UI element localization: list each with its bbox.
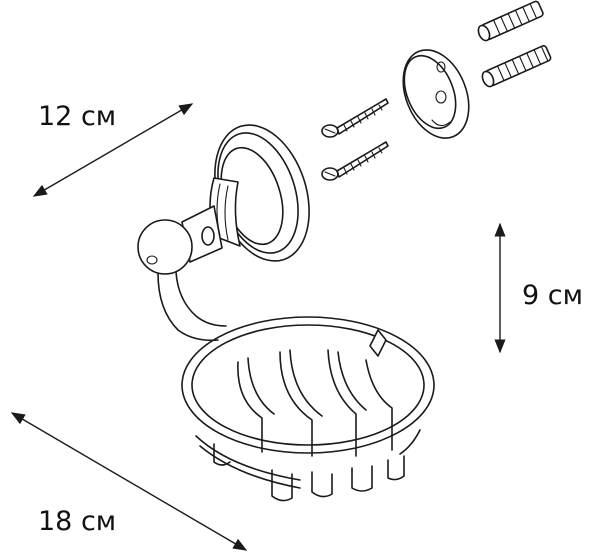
width-dimension-label: 12 см <box>38 101 117 132</box>
soap-basket <box>181 316 435 502</box>
wall-screw-bottom <box>321 141 389 181</box>
wall-dowel-bottom <box>481 45 552 88</box>
width-dimension-arrow <box>32 103 194 197</box>
holder-arm <box>137 205 227 342</box>
depth-dimension-label: 18 см <box>38 506 117 537</box>
mounting-plate <box>402 49 470 139</box>
height-dimension-label: 9 см <box>522 280 583 311</box>
wall-dowel-top <box>477 0 544 42</box>
wall-screw-top <box>321 98 389 138</box>
depth-dimension-arrow <box>10 412 248 551</box>
wall-flange <box>209 124 310 262</box>
